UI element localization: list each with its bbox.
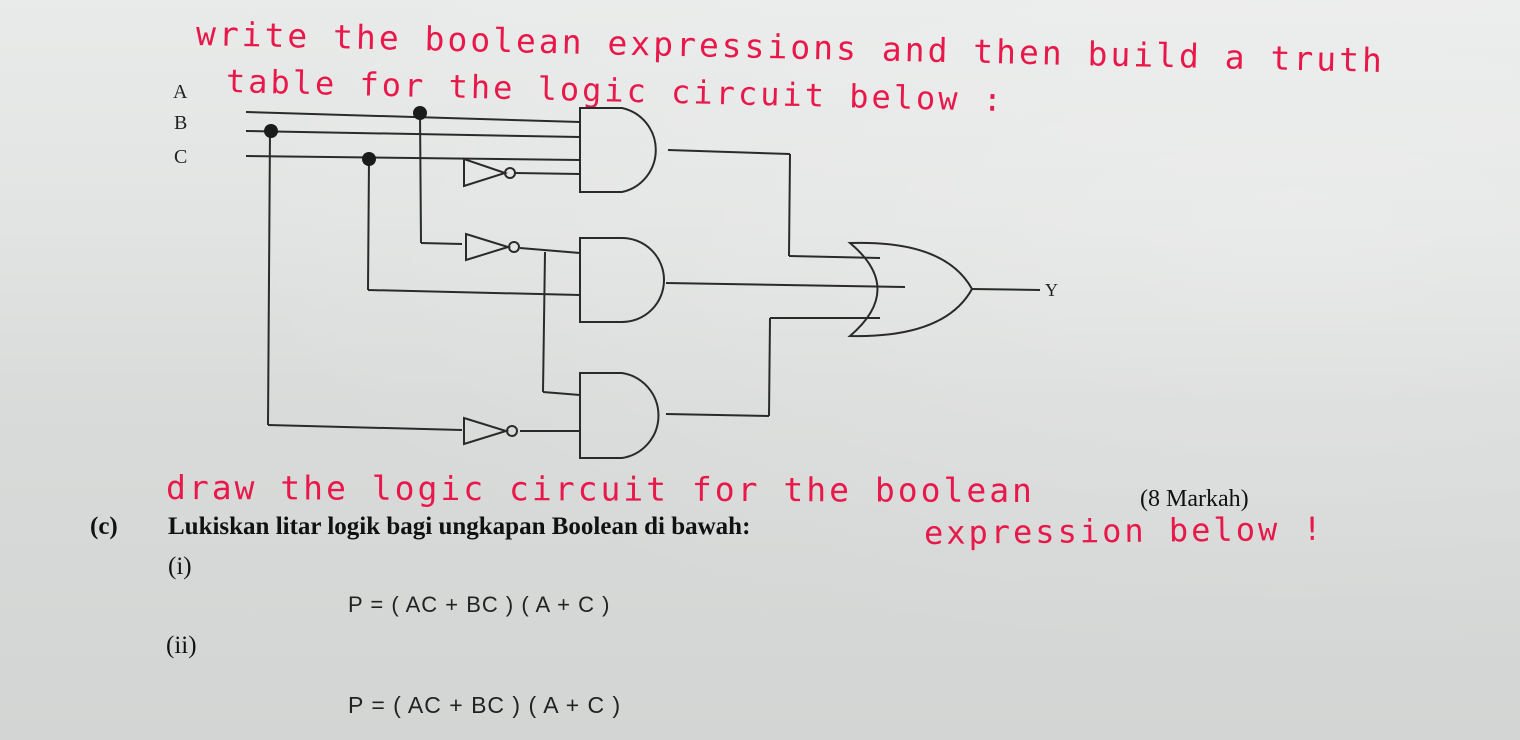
- output-label-y: Y: [1045, 280, 1058, 300]
- input-label-b: B: [174, 112, 187, 134]
- input-label-c: C: [174, 146, 187, 168]
- input-label-a: A: [173, 81, 188, 103]
- wire-b-branch: [267, 130, 271, 426]
- and-gate-3: [579, 372, 660, 459]
- wire-c-to-and2: [367, 289, 581, 296]
- wire-a: [245, 111, 581, 123]
- expression-i: P = ( AC + BC ) ( A + C ): [348, 592, 611, 617]
- wire-b-to-not3: [267, 424, 463, 431]
- part-label-i: (i): [168, 553, 192, 580]
- wire-a-branch: [419, 112, 422, 244]
- and-gate-1: [579, 107, 657, 193]
- not-gate-3: [463, 416, 510, 446]
- question-label: (c): [90, 513, 118, 540]
- wire-nota-branch: [542, 251, 546, 393]
- part-label-ii: (ii): [166, 632, 197, 659]
- expression-ii: P = ( AC + BC ) ( A + C ): [348, 692, 622, 718]
- not-gate-2: [465, 232, 512, 262]
- wire-a-to-not2: [420, 242, 463, 245]
- wire-c-branch: [367, 157, 370, 291]
- marks-label: (8 Markah): [1140, 486, 1249, 512]
- wire-c: [245, 155, 581, 161]
- question-instruction: Lukiskan litar logik bagi ungkapan Boole…: [168, 513, 751, 540]
- and-gate-2: [579, 237, 665, 323]
- wire-output: [971, 288, 1041, 291]
- not-gate-1: [463, 157, 509, 188]
- wire-b: [245, 130, 581, 138]
- or-gate: [847, 241, 974, 338]
